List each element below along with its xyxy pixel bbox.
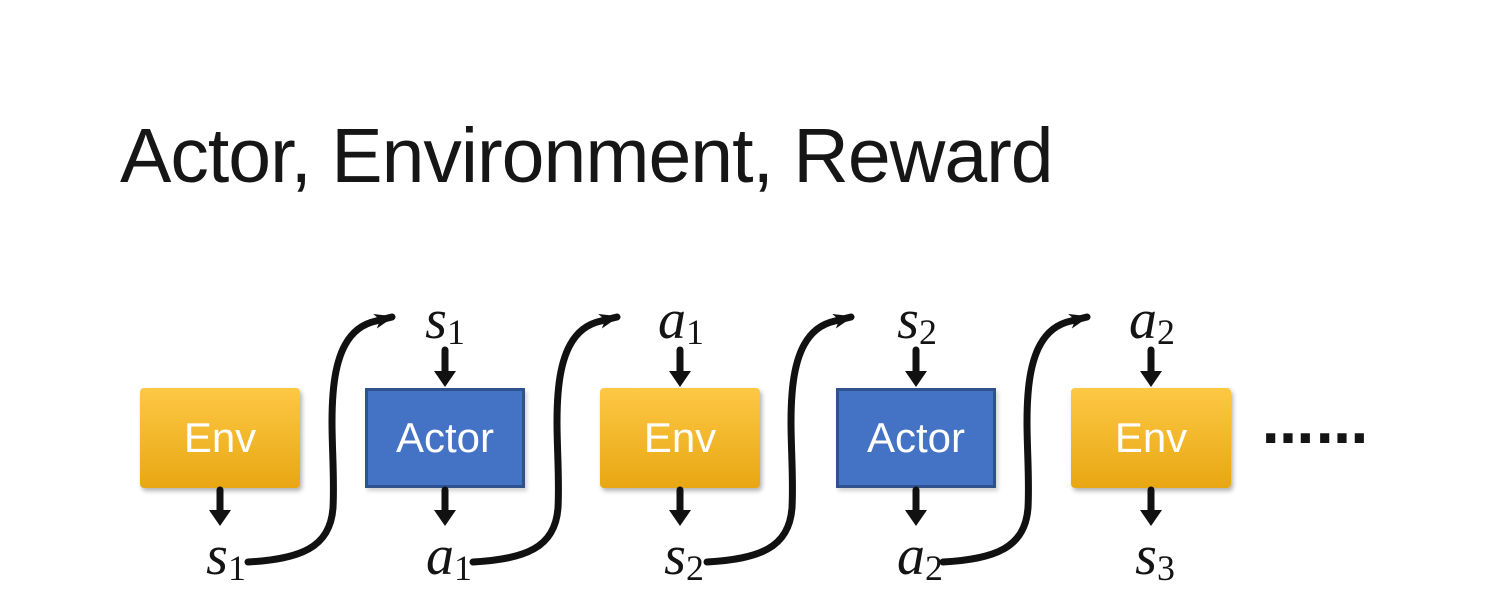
label-bottom-s2: s2	[664, 525, 704, 589]
label-bottom-s3: s3	[1135, 525, 1175, 589]
env-box-3-label: Env	[1114, 414, 1188, 461]
actor-box-2: Actor	[836, 388, 996, 488]
down-arrow-into-actor1	[434, 346, 456, 387]
down-arrow-out-env3	[1140, 486, 1162, 526]
label-top-a2: a2	[1129, 289, 1175, 353]
label-top-s1: s1	[425, 289, 465, 353]
label-top-s2: s2	[897, 289, 937, 353]
label-bottom-a1: a1	[426, 525, 472, 589]
env-box-1: Env	[140, 388, 300, 488]
slide-title: Actor, Environment, Reward	[120, 113, 1054, 199]
label-top-a1: a1	[658, 289, 704, 353]
actor-box-1: Actor	[365, 388, 525, 488]
label-bottom-s1: s1	[206, 525, 246, 589]
down-arrow-out-env1	[209, 486, 231, 526]
down-arrow-into-actor2	[905, 346, 927, 387]
env-box-2: Env	[600, 388, 760, 488]
env-box-1-label: Env	[183, 414, 257, 461]
label-bottom-a2: a2	[897, 525, 943, 589]
down-arrow-out-actor2	[905, 486, 927, 526]
down-arrow-out-env2	[669, 486, 691, 526]
env-box-3: Env	[1071, 388, 1231, 488]
down-arrow-out-actor1	[434, 486, 456, 526]
env-box-2-label: Env	[643, 414, 717, 461]
actor-box-1-label: Actor	[395, 414, 495, 461]
actor-box-2-label: Actor	[866, 414, 966, 461]
down-arrow-into-env3	[1140, 346, 1162, 387]
ellipsis-dots: ……	[1262, 396, 1370, 456]
down-arrow-into-env2	[669, 346, 691, 387]
